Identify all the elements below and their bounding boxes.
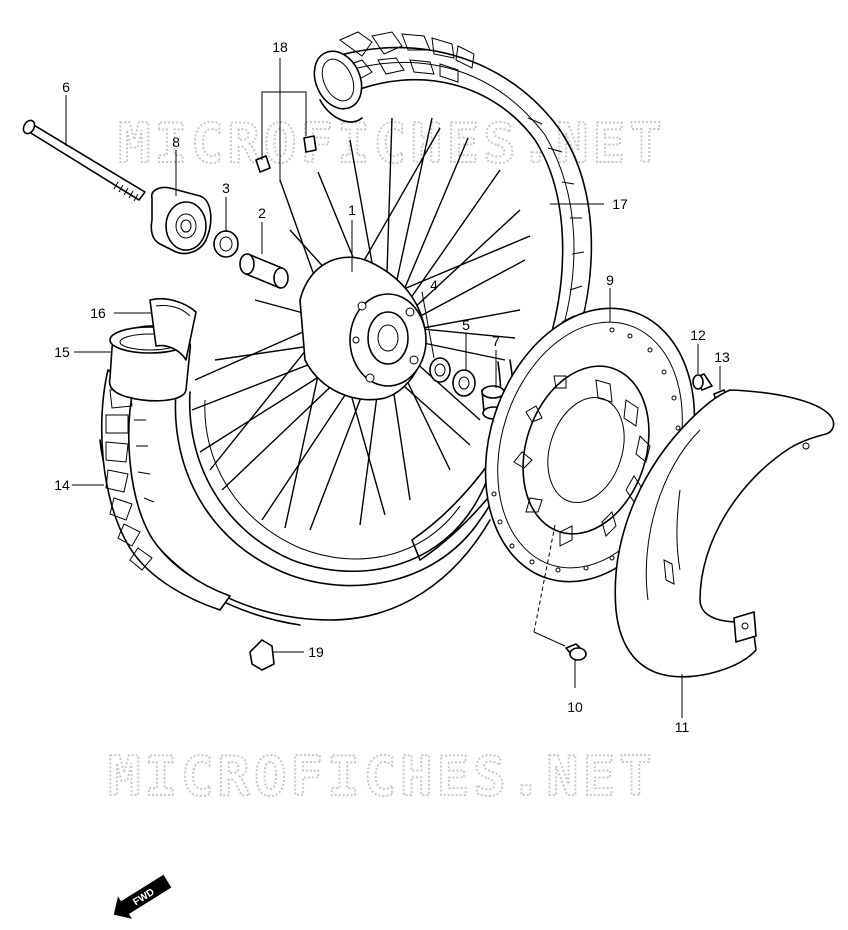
callout-9: 9 (606, 272, 614, 288)
callout-5: 5 (462, 317, 470, 333)
callout-2: 2 (258, 205, 266, 221)
part-2-spacer (239, 253, 289, 289)
callout-3: 3 (222, 180, 230, 196)
callout-labels: 1 2 3 4 5 6 7 8 9 10 11 12 13 14 15 16 1… (54, 39, 730, 735)
callout-8: 8 (172, 134, 180, 150)
part-3-seal (213, 230, 239, 258)
part-5-bearing (452, 369, 476, 397)
fwd-direction-badge: FWD (113, 874, 172, 919)
part-18-nipples (255, 135, 317, 173)
part-16-rim-band (149, 297, 197, 361)
callout-10: 10 (567, 699, 583, 715)
callout-6: 6 (62, 79, 70, 95)
callout-16: 16 (90, 305, 106, 321)
callout-15: 15 (54, 344, 70, 360)
watermark-bottom: MICROFICHES.NET (108, 745, 656, 808)
callout-4: 4 (430, 277, 438, 293)
part-17-tire (313, 31, 593, 561)
part-4-bearing (429, 357, 451, 383)
part-6-axle (22, 119, 146, 202)
callout-lines (65, 58, 721, 718)
callout-12: 12 (690, 327, 706, 343)
callout-1: 1 (348, 202, 356, 218)
part-10-disc-bolt (533, 524, 587, 661)
callout-17: 17 (612, 196, 628, 212)
part-8-gearbox (150, 186, 212, 255)
callout-13: 13 (714, 349, 730, 365)
part-11-disc-cover (614, 389, 835, 678)
callout-7: 7 (492, 333, 500, 349)
part-1-hub (299, 256, 427, 401)
part-14-tire-section (100, 369, 231, 611)
callout-19: 19 (308, 644, 324, 660)
callout-18: 18 (272, 39, 288, 55)
part-19-valve-cap (249, 639, 275, 671)
callout-14: 14 (54, 477, 70, 493)
callout-11: 11 (675, 719, 690, 735)
part-12-bolt (692, 373, 713, 391)
